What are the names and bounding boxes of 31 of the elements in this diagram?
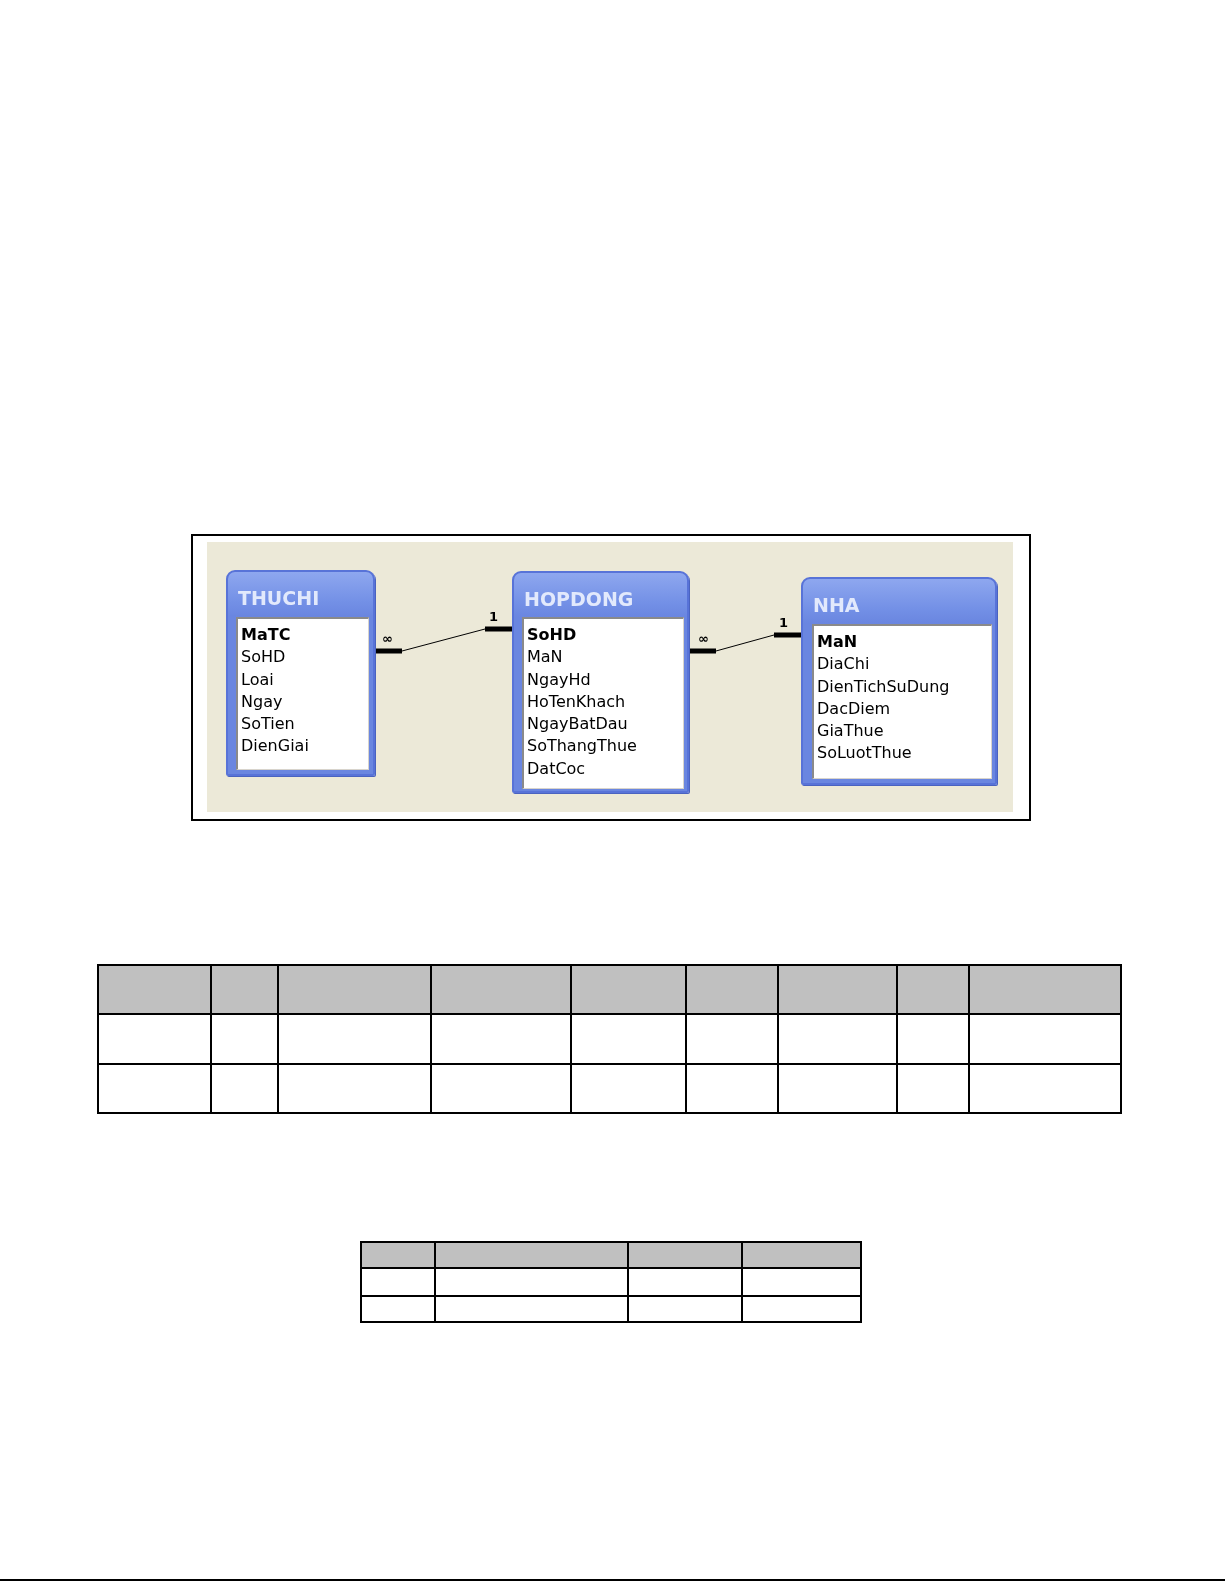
- cardinality-label: 1: [489, 610, 499, 624]
- cardinality-label: ∞: [698, 632, 709, 646]
- field-name: SoHD: [241, 646, 286, 669]
- cardinality-label: 1: [779, 616, 789, 630]
- field-name: NgayBatDau: [527, 713, 628, 736]
- table-window: [512, 571, 689, 793]
- field-name: SoTien: [241, 713, 295, 736]
- primary-key-field: MaTC: [241, 624, 291, 647]
- table-title: HOPDONG: [524, 587, 634, 611]
- field-name: DienTichSuDung: [817, 675, 950, 698]
- table-window: [226, 570, 375, 776]
- field-name: DacDiem: [817, 697, 891, 720]
- field-name: Ngay: [241, 690, 283, 713]
- relationship-line: [374, 626, 513, 654]
- relationship-line: [688, 632, 802, 654]
- primary-key-field: SoHD: [527, 624, 577, 647]
- cardinality-label: ∞: [382, 632, 393, 646]
- field-name: Loai: [241, 668, 274, 691]
- field-name: SoThangThue: [527, 735, 637, 758]
- table-window: [801, 577, 997, 785]
- field-name: SoLuotThue: [817, 742, 912, 765]
- field-name: DiaChi: [817, 653, 870, 676]
- field-name: DienGiai: [241, 735, 309, 758]
- field-name: DatCoc: [527, 757, 586, 780]
- field-name: MaN: [527, 646, 563, 669]
- table-title: THUCHI: [238, 586, 320, 610]
- field-name: GiaThue: [817, 720, 884, 743]
- field-name: HoTenKhach: [527, 690, 626, 713]
- field-name: NgayHd: [527, 668, 591, 691]
- primary-key-field: MaN: [817, 631, 858, 654]
- table-title: NHA: [813, 593, 860, 617]
